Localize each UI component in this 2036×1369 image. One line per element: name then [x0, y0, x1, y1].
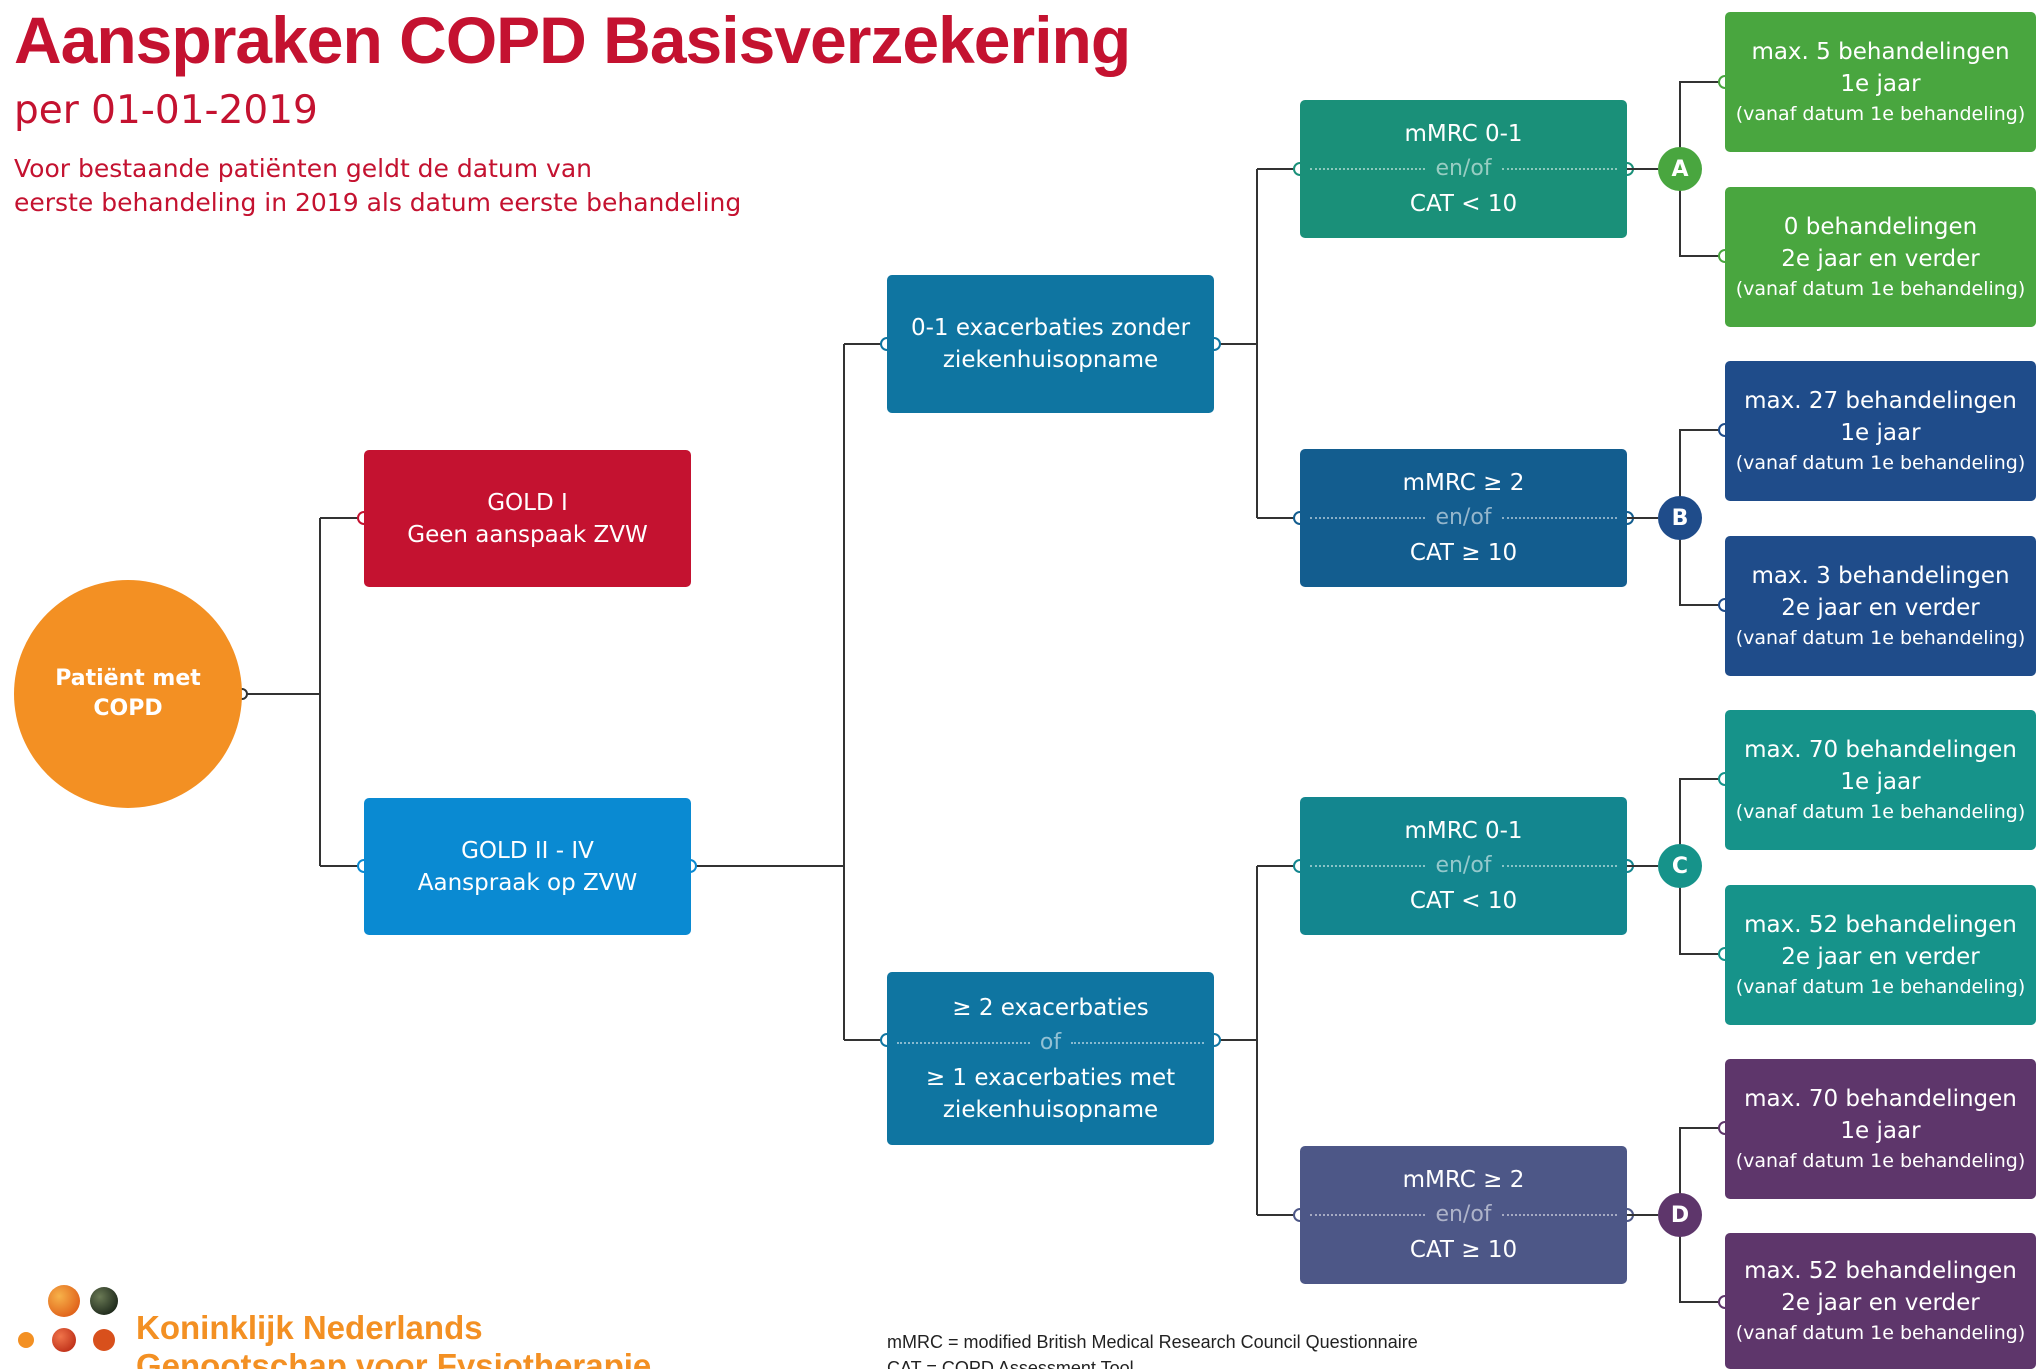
outcome-note: (vanaf datum 1e behandeling) — [1735, 1322, 2026, 1344]
exacerbation-high-node: ≥ 2 exacerbaties of ≥ 1 exacerbaties met… — [887, 972, 1214, 1145]
exacerbation-high-label: ≥ 1 exacerbaties met — [925, 1064, 1176, 1091]
outcome-period: 2e jaar en verder — [1781, 595, 1980, 621]
criteria-mmrc: mMRC 0-1 — [1404, 818, 1523, 844]
outcome-period: 2e jaar en verder — [1781, 944, 1980, 970]
outcome-b-year1: max. 27 behandelingen 1e jaar (vanaf dat… — [1725, 361, 2036, 501]
outcome-period: 2e jaar en verder — [1781, 1290, 1980, 1316]
criteria-node-d: mMRC ≥ 2 en/of CAT ≥ 10 — [1300, 1146, 1627, 1284]
outcome-b-year2: max. 3 behandelingen 2e jaar en verder (… — [1725, 536, 2036, 676]
gold1-sublabel: Geen aanspaak ZVW — [407, 521, 648, 548]
criteria-separator: en/of — [1300, 501, 1627, 535]
outcome-max-treatments: max. 5 behandelingen — [1751, 39, 2010, 65]
criteria-node-b: mMRC ≥ 2 en/of CAT ≥ 10 — [1300, 449, 1627, 587]
kngf-logo-line: Koninklijk Nederlands — [136, 1309, 483, 1346]
outcome-a-year1: max. 5 behandelingen 1e jaar (vanaf datu… — [1725, 12, 2036, 152]
outcome-note: (vanaf datum 1e behandeling) — [1735, 278, 2026, 300]
outcome-note: (vanaf datum 1e behandeling) — [1735, 103, 2026, 125]
group-badge-c: C — [1658, 844, 1702, 888]
gold1-node: GOLD I Geen aanspaak ZVW — [364, 450, 691, 587]
outcome-note: (vanaf datum 1e behandeling) — [1735, 627, 2026, 649]
outcome-c-year1: max. 70 behandelingen 1e jaar (vanaf dat… — [1725, 710, 2036, 850]
criteria-separator: en/of — [1300, 849, 1627, 883]
outcome-max-treatments: max. 3 behandelingen — [1751, 563, 2010, 589]
criteria-node-a: mMRC 0-1 en/of CAT < 10 — [1300, 100, 1627, 238]
group-badge-a: A — [1658, 147, 1702, 191]
legend-line-mmrc: mMRC = modified British Medical Research… — [887, 1332, 1418, 1352]
criteria-cat: CAT < 10 — [1409, 888, 1518, 914]
group-badge-b: B — [1658, 496, 1702, 540]
gold1-label: GOLD I — [487, 489, 568, 516]
kngf-logo-line: Genootschap voor Fysiotherapie — [136, 1347, 652, 1369]
outcome-d-year2: max. 52 behandelingen 2e jaar en verder … — [1725, 1233, 2036, 1369]
abbreviation-legend: mMRC = modified British Medical Research… — [887, 1329, 1418, 1369]
criteria-cat: CAT ≥ 10 — [1409, 1237, 1518, 1263]
intro-note: Voor bestaande patiënten geldt de datum … — [14, 152, 741, 220]
outcome-max-treatments: max. 52 behandelingen — [1744, 1258, 2017, 1284]
root-node-label: COPD — [93, 696, 163, 721]
group-badge-d: D — [1658, 1193, 1702, 1237]
outcome-d-year1: max. 70 behandelingen 1e jaar (vanaf dat… — [1725, 1059, 2036, 1199]
gold2-label: GOLD II - IV — [461, 837, 594, 864]
outcome-note: (vanaf datum 1e behandeling) — [1735, 452, 2026, 474]
legend-line-cat: CAT = COPD Assessment Tool — [887, 1358, 1134, 1369]
criteria-separator: en/of — [1300, 152, 1627, 186]
outcome-max-treatments: max. 52 behandelingen — [1744, 912, 2017, 938]
intro-note-line: Voor bestaande patiënten geldt de datum … — [14, 154, 592, 183]
outcome-period: 1e jaar — [1840, 1118, 1921, 1144]
criteria-mmrc: mMRC ≥ 2 — [1402, 470, 1525, 496]
criteria-cat: CAT < 10 — [1409, 191, 1518, 217]
criteria-mmrc: mMRC 0-1 — [1404, 121, 1523, 147]
exacerbation-low-label: 0-1 exacerbaties zonder — [910, 315, 1191, 341]
root-node-patient: Patiënt met COPD — [14, 580, 242, 808]
criteria-mmrc: mMRC ≥ 2 — [1402, 1167, 1525, 1193]
page-title: Aanspraken COPD Basisverzekering — [14, 3, 1131, 77]
exacerbation-low-label: ziekenhuisopname — [942, 347, 1159, 373]
criteria-cat: CAT ≥ 10 — [1409, 540, 1518, 566]
page-subtitle: per 01-01-2019 — [14, 88, 318, 133]
gold2-sublabel: Aanspraak op ZVW — [417, 869, 638, 896]
kngf-dots-icon — [18, 1285, 118, 1352]
gold2-node: GOLD II - IV Aanspraak op ZVW — [364, 798, 691, 935]
kngf-logo-text: Koninklijk Nederlands Genootschap voor F… — [136, 1309, 651, 1369]
outcome-max-treatments: max. 70 behandelingen — [1744, 1086, 2017, 1112]
outcome-note: (vanaf datum 1e behandeling) — [1735, 1150, 2026, 1172]
outcome-period: 1e jaar — [1840, 420, 1921, 446]
outcome-period: 2e jaar en verder — [1781, 246, 1980, 272]
outcome-max-treatments: max. 70 behandelingen — [1744, 737, 2017, 763]
outcome-note: (vanaf datum 1e behandeling) — [1735, 801, 2026, 823]
exacerbation-high-separator: of — [887, 1026, 1214, 1060]
exacerbation-high-label: ≥ 2 exacerbaties — [952, 994, 1149, 1021]
outcome-period: 1e jaar — [1840, 71, 1921, 97]
outcome-note: (vanaf datum 1e behandeling) — [1735, 976, 2026, 998]
intro-note-line: eerste behandeling in 2019 als datum eer… — [14, 188, 742, 217]
outcome-a-year2: 0 behandelingen 2e jaar en verder (vanaf… — [1725, 187, 2036, 327]
outcome-period: 1e jaar — [1840, 769, 1921, 795]
root-node-label: Patiënt met — [55, 666, 201, 691]
exacerbation-high-label: ziekenhuisopname — [942, 1096, 1159, 1123]
outcome-max-treatments: max. 27 behandelingen — [1744, 388, 2017, 414]
kngf-logo: Koninklijk Nederlands Genootschap voor F… — [14, 1285, 674, 1369]
criteria-node-c: mMRC 0-1 en/of CAT < 10 — [1300, 797, 1627, 935]
criteria-separator: en/of — [1300, 1198, 1627, 1232]
exacerbation-low-node: 0-1 exacerbaties zonder ziekenhuisopname — [887, 275, 1214, 413]
outcome-max-treatments: 0 behandelingen — [1783, 214, 1978, 240]
outcome-c-year2: max. 52 behandelingen 2e jaar en verder … — [1725, 885, 2036, 1025]
